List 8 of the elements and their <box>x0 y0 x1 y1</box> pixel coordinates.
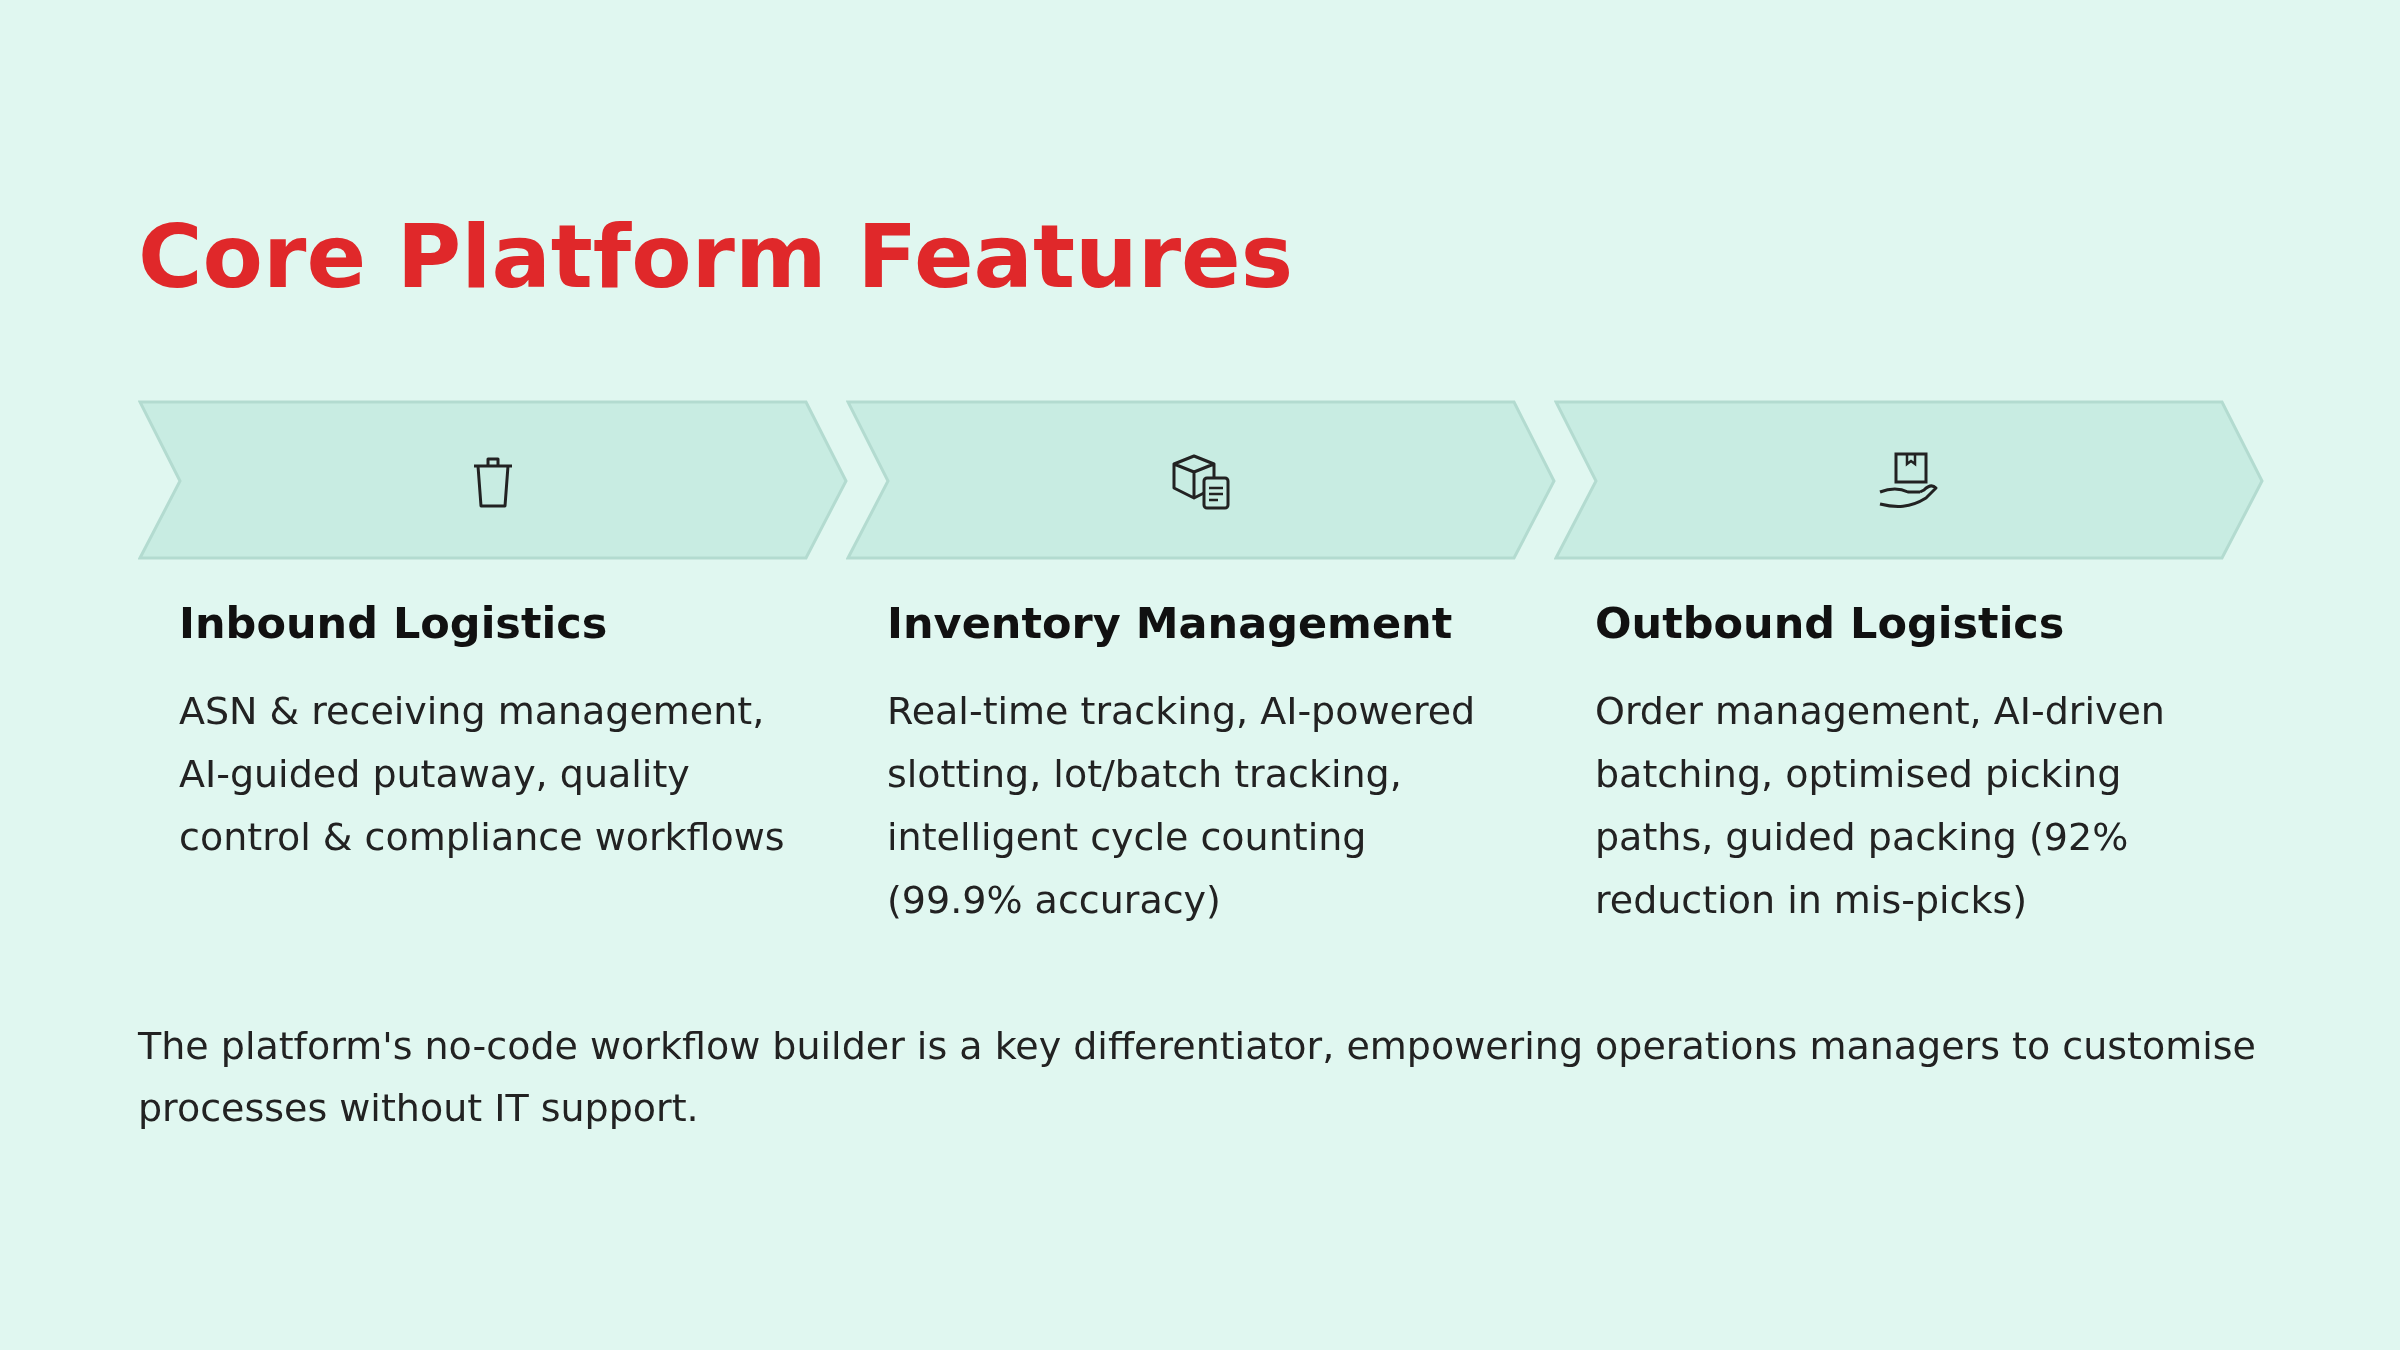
feature-heading: Inbound Logistics <box>179 598 608 648</box>
feature-description: ASN & receiving management, AI-guided putaway, quality control & compliance workflows <box>179 688 786 861</box>
caption-text: The platform's no-code workflow builder is a key differentiator, empowering operations managers to customise processes without IT support. <box>138 1023 2257 1132</box>
feature-heading: Outbound Logistics <box>1595 598 2065 648</box>
feature-description: Order management, AI-driven batching, optimised picking paths, guided packing (92% reduction in mis-picks) <box>1595 688 2166 924</box>
feature-heading: Inventory Management <box>887 598 1453 648</box>
feature-description: Real-time tracking, AI-powered slotting, lot/batch tracking, intelligent cycle counting (99.9% accuracy) <box>887 688 1477 924</box>
slide-title: Core Platform Features <box>138 205 1294 308</box>
